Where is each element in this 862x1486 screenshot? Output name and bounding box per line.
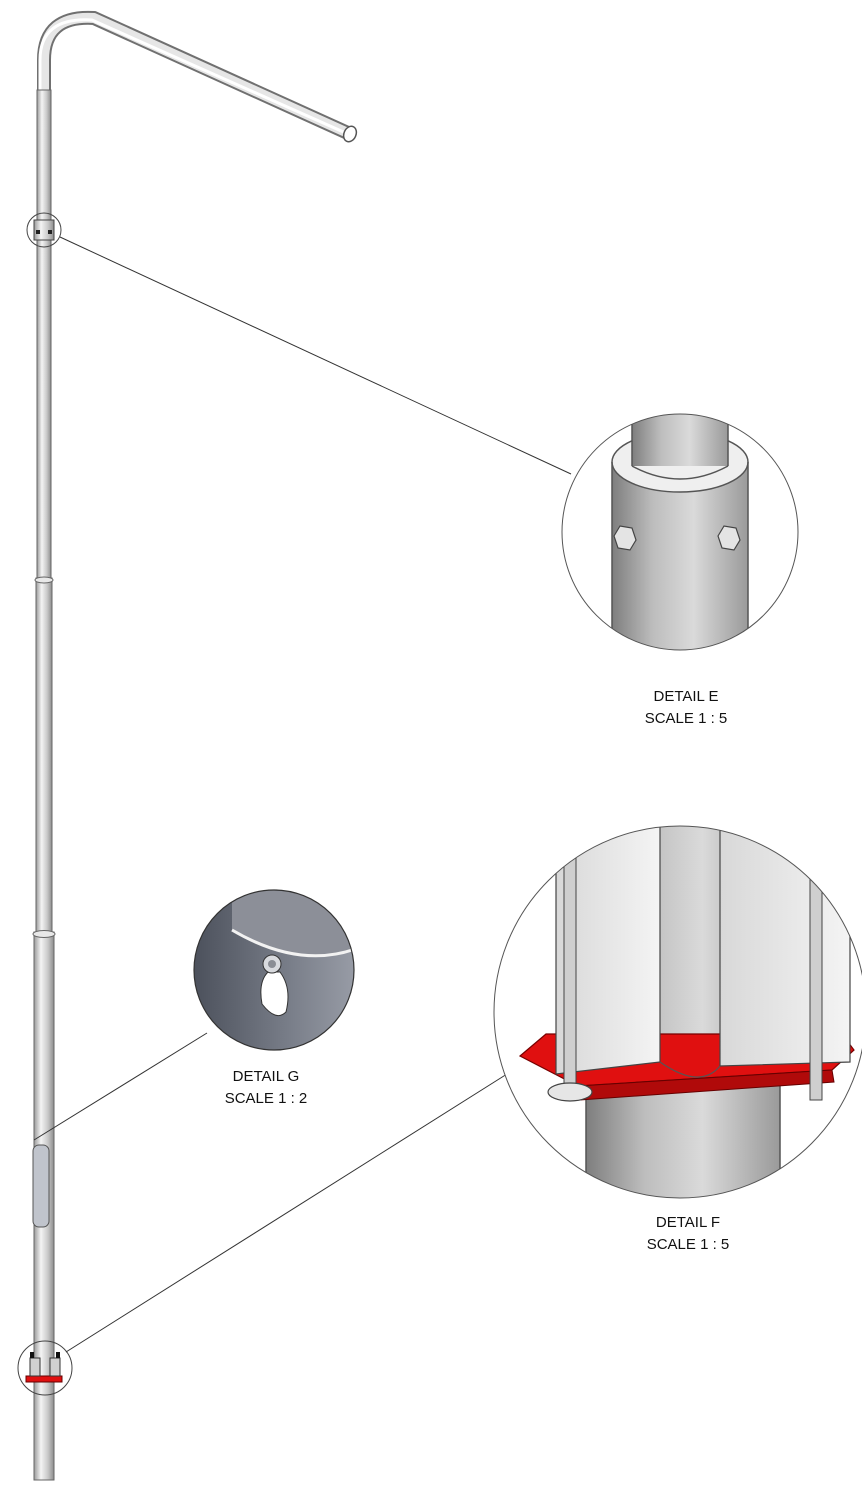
detail-f-view xyxy=(493,724,862,1199)
pole-collar-e xyxy=(33,219,55,241)
detail-e-scale: SCALE 1 : 5 xyxy=(644,710,728,727)
leader-line-f xyxy=(65,1073,508,1353)
leader-line-g xyxy=(33,1032,208,1141)
pole xyxy=(25,10,358,1481)
leader-line-e xyxy=(59,236,572,475)
pole-top-section xyxy=(36,89,52,581)
pole-arm-end xyxy=(342,125,358,143)
detail-e-bolt-left xyxy=(613,525,637,551)
detail-e-view xyxy=(561,413,799,651)
detail-f-nut-right xyxy=(800,724,834,770)
detail-f-nut-left xyxy=(556,748,584,786)
pole-base-bracket xyxy=(25,1375,63,1383)
detail-e-title: DETAIL E xyxy=(653,688,719,705)
detail-g-caption: DETAIL G SCALE 1 : 2 xyxy=(166,1066,366,1110)
detail-e-bolt-right xyxy=(717,525,741,551)
detail-f-clamp-plate-right xyxy=(719,826,851,1067)
detail-f-scale: SCALE 1 : 5 xyxy=(646,1236,730,1253)
detail-g-title: DETAIL G xyxy=(232,1068,300,1085)
callout-circle-e xyxy=(26,212,62,248)
detail-f-caption: DETAIL F SCALE 1 : 5 xyxy=(588,1212,788,1256)
detail-f-title: DETAIL F xyxy=(655,1214,721,1231)
detail-g-view xyxy=(193,889,355,1051)
detail-g-keyhole xyxy=(260,971,289,1017)
callout-circle-f xyxy=(17,1340,73,1396)
detail-e-caption: DETAIL E SCALE 1 : 5 xyxy=(586,686,786,730)
detail-g-scale: SCALE 1 : 2 xyxy=(224,1090,308,1107)
pole-mid-section xyxy=(35,577,53,935)
pole-access-door xyxy=(32,1144,50,1228)
